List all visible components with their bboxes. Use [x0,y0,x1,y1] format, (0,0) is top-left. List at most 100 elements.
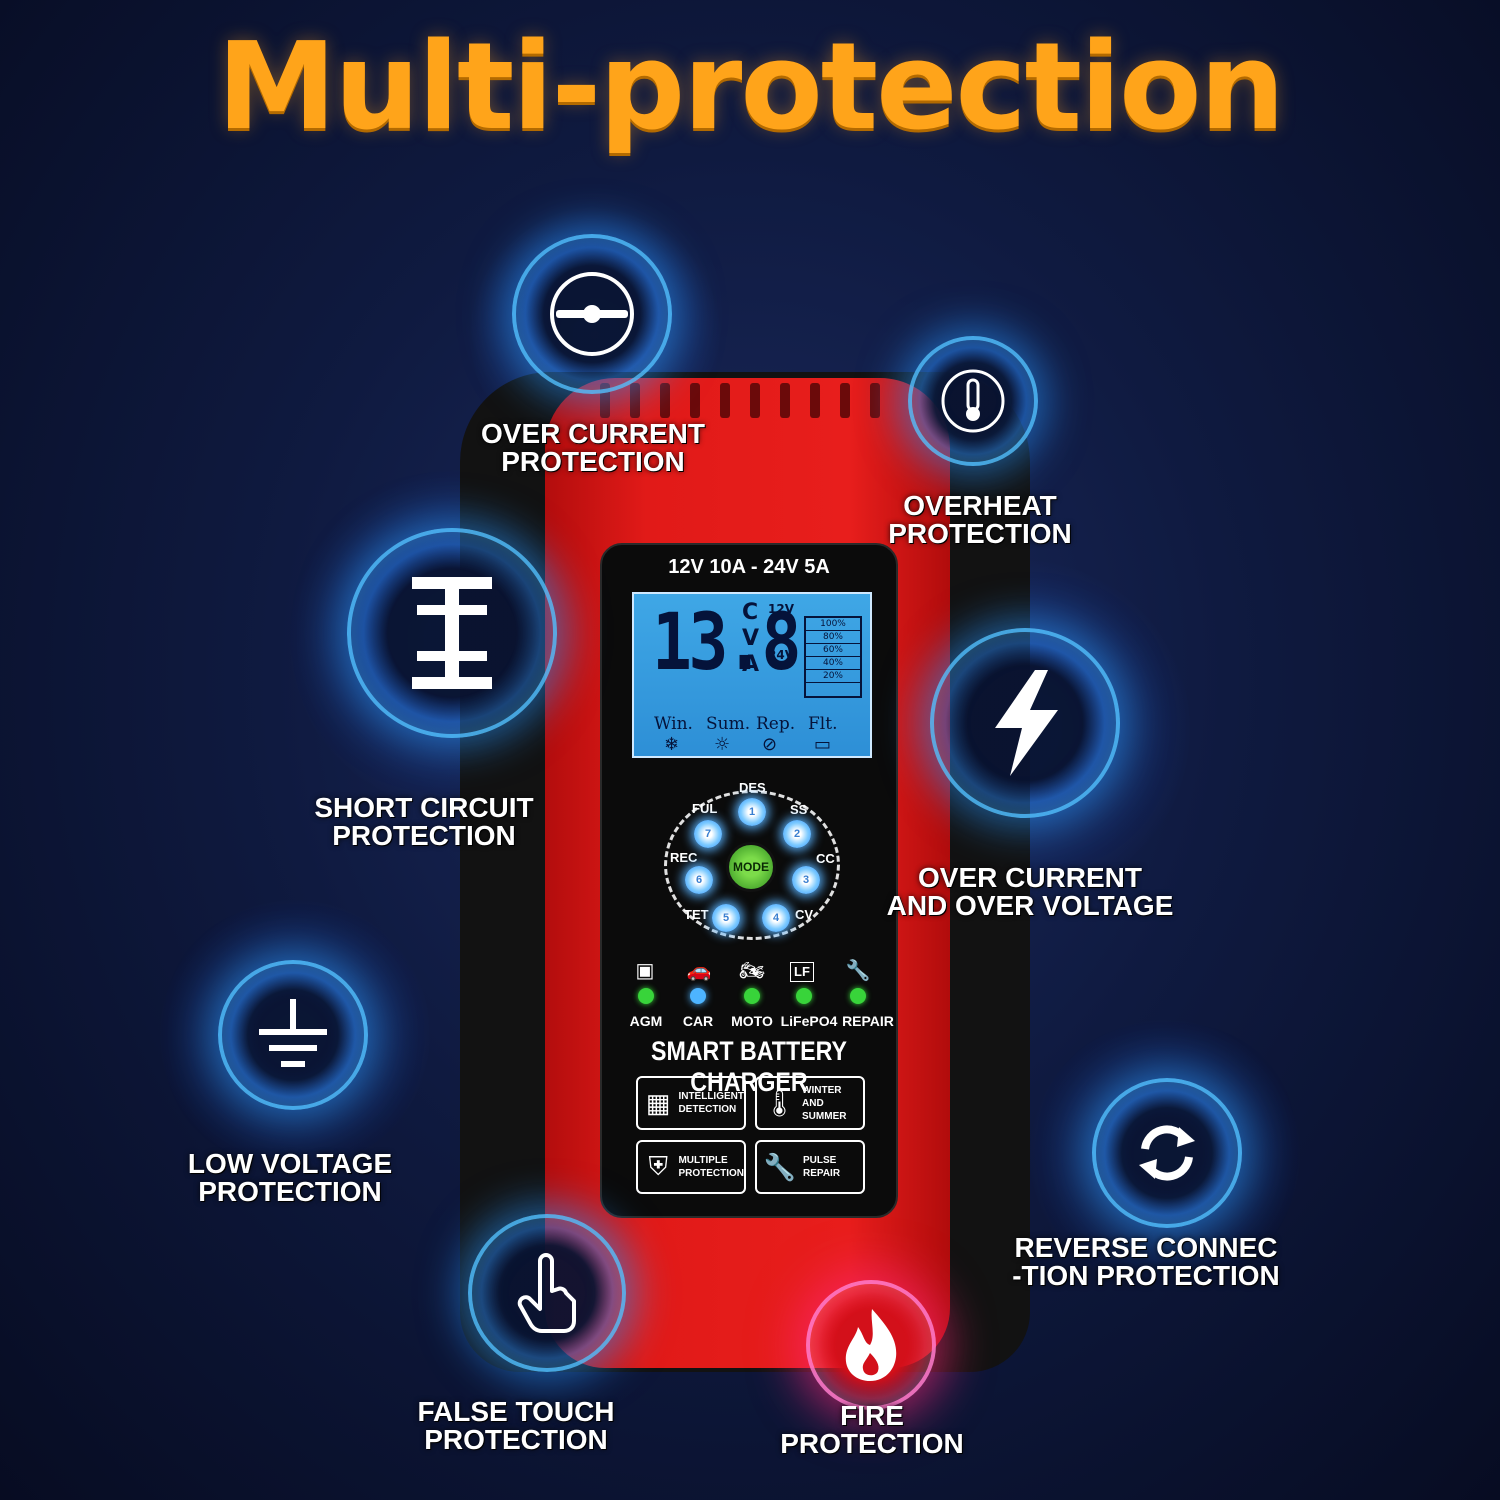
feature-line: SUMMER [802,1110,847,1122]
motorcycle-icon: 🏍 [739,960,765,982]
lcd-12v-label: 12V [768,602,794,616]
protection-subtitle: PROTECTION [501,446,685,477]
feature-line: WINTER AND [802,1084,842,1109]
battery-icon: ▣ [635,960,655,982]
step-label-ss: SS [790,802,808,817]
step-led-7: 7 [694,820,722,848]
vent-slot [750,383,760,418]
chip-icon: ▦ [645,1087,671,1118]
wrench-icon: 🔧 [845,960,871,982]
product-name: SMART BATTERY CHARGER [650,1036,848,1097]
step-label-cv: CV [795,907,814,922]
lcd-unit-a: A [742,652,760,677]
charger-spec: 12V 10A - 24V 5A [668,556,830,578]
protection-label: LOW VOLTAGE PROTECTION [160,1150,420,1206]
protection-title: SHORT CIRCUIT [314,792,534,823]
touch-hand-icon [468,1214,626,1372]
float-icon: ▭ [814,734,832,755]
short-circuit-icon [347,528,557,738]
protection-subtitle: PROTECTION [198,1176,382,1207]
battery-level: 20% [806,670,860,683]
lcd-unit-v: V [742,626,760,651]
vent-slot [840,383,850,418]
thermometer-icon: 🌡 [763,1087,797,1118]
indicator-repair [850,988,866,1004]
lcd-24v-label: 24V [768,648,794,662]
wrench-icon: 🔧 [763,1151,797,1182]
step-label-tet: TET [684,907,709,922]
battery-type-label: MOTO [731,1013,773,1029]
indicator-lifepo4 [796,988,812,1004]
battery-type-label: CAR [682,1013,714,1029]
protection-label: OVERHEAT PROTECTION [860,492,1100,548]
feature-pulse-repair: 🔧 PULSE REPAIR [755,1140,865,1194]
battery-level: 60% [806,644,860,657]
flame-icon [806,1280,936,1410]
snowflake-icon: ❄ [664,734,680,755]
battery-level: 100% [806,618,860,631]
step-label-cc: CC [816,851,835,866]
vent-slot [780,383,790,418]
indicator-moto [744,988,760,1004]
gauge-icon [512,234,672,394]
protection-label: OVER CURRENT PROTECTION [453,420,733,476]
lcd-unit-c: C [742,600,759,625]
protection-label: REVERSE CONNEC -TION PROTECTION [996,1234,1296,1290]
step-led-6: 6 [685,866,713,894]
lcd-mode-summer: Sum. [706,714,751,734]
step-label-rec: REC [670,850,698,865]
reverse-arrows-icon [1092,1078,1242,1228]
step-led-3: 3 [792,866,820,894]
step-led-4: 4 [762,904,790,932]
page-title: Multi-protection [216,18,1285,157]
protection-label: FIRE PROTECTION [752,1402,992,1458]
step-led-1: 1 [738,798,766,826]
protection-subtitle: PROTECTION [780,1428,964,1459]
vent-slot [870,383,880,418]
feature-line: REPAIR [803,1168,841,1179]
battery-type-label: REPAIR [842,1013,894,1029]
protection-title: FIRE [840,1400,904,1431]
protection-subtitle: PROTECTION [888,518,1072,549]
protection-subtitle: PROTECTION [332,820,516,851]
vent-slot [810,383,820,418]
charge-step-dial [664,790,840,940]
step-led-5: 5 [712,904,740,932]
protection-subtitle: AND OVER VOLTAGE [886,890,1174,921]
shield-check-icon: ⛨ [648,1151,668,1181]
thermometer-icon [908,336,1038,466]
protection-title: OVER CURRENT [917,862,1142,893]
step-label-ful: FUL [692,801,718,816]
lcd-reading: 13.8 [652,598,801,688]
car-icon: 🚗 [686,960,712,982]
lcd-display: 13.8 C V A 12V 24V 100% 80% 60% 40% 20% … [632,592,872,758]
feature-intelligent-detection: ▦ INTELLIGENT DETECTION [636,1076,746,1130]
protection-title: REVERSE CONNEC [1014,1232,1278,1263]
mode-button[interactable]: MODE [726,842,776,892]
lithium-battery-icon: LF [790,962,814,982]
battery-level: 40% [806,657,860,670]
feature-line: DETECTION [678,1104,737,1115]
lcd-mode-float: Flt. [808,714,838,734]
lcd-mode-winter: Win. [654,714,693,734]
vent-slot [660,383,670,418]
protection-title: FALSE TOUCH [417,1396,615,1427]
protection-title: OVER CURRENT [480,418,705,449]
battery-type-label: AGM [629,1013,663,1029]
feature-line: INTELLIGENT [678,1091,744,1102]
step-label-des: DES [739,780,766,795]
feature-multiple-protection: ⛨ MULTIPLE PROTECTION [636,1140,746,1194]
feature-line: PROTECTION [678,1168,744,1179]
step-led-2: 2 [783,820,811,848]
vent-slot [720,383,730,418]
feature-line: MULTIPLE [678,1155,728,1166]
feature-line: PULSE [803,1155,837,1166]
protection-title: OVERHEAT [903,490,1057,521]
indicator-car [690,988,706,1004]
protection-label: SHORT CIRCUIT PROTECTION [284,794,564,850]
sun-icon: ☼ [714,734,731,755]
protection-subtitle: PROTECTION [424,1424,608,1455]
lcd-mode-repair: Rep. [756,714,796,734]
protection-subtitle: -TION PROTECTION [1012,1260,1280,1291]
